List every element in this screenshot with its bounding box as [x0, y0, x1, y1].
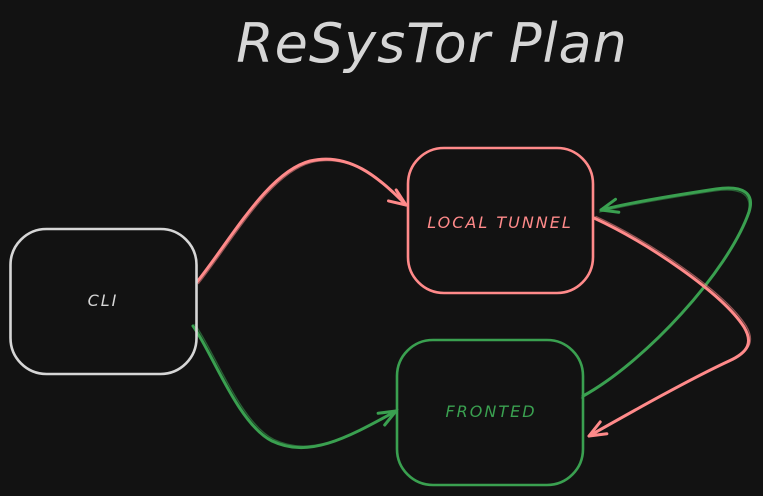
edge-cli-to-local-tunnel-sketch-stroke: [197, 160, 409, 285]
edge-cli-to-local-tunnel[interactable]: [195, 157, 409, 285]
edge-cli-to-fronted-sketch-stroke: [194, 323, 399, 447]
node-fronted-label: FRONTED: [445, 402, 536, 421]
node-local-tunnel-label: LOCAL TUNNEL: [427, 213, 573, 232]
edge-fronted-to-local-tunnel[interactable]: [580, 186, 752, 399]
edge-local-tunnel-to-fronted-arrowhead-icon: [587, 420, 609, 438]
edge-fronted-to-local-tunnel-sketch-stroke: [580, 189, 750, 399]
edge-cli-to-fronted-line: [191, 324, 398, 450]
node-cli[interactable]: CLI: [9, 227, 198, 376]
edge-local-tunnel-to-fronted[interactable]: [587, 215, 752, 438]
edge-local-tunnel-to-fronted-sketch-stroke: [590, 215, 752, 436]
node-fronted[interactable]: FRONTED: [395, 338, 585, 487]
diagram-title: ReSysTor Plan: [236, 12, 628, 75]
node-local-tunnel[interactable]: LOCAL TUNNEL: [406, 146, 595, 295]
node-fronted-box: [395, 338, 585, 487]
node-local-tunnel-box: [406, 146, 595, 295]
node-cli-label: CLI: [88, 291, 119, 310]
edge-fronted-to-local-tunnel-arrowhead-icon: [599, 197, 621, 214]
node-cli-box: [9, 227, 198, 376]
edge-cli-to-local-tunnel-arrowhead-icon: [387, 188, 408, 207]
